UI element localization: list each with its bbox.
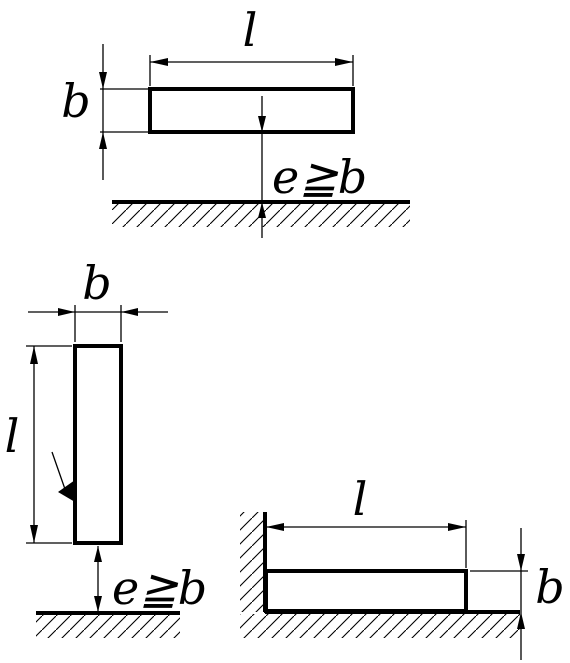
left-gap-dimension [94,546,102,612]
left-gap-label: e≧b [112,561,207,615]
top-width-dimension [99,44,148,180]
right-length-label: l [353,472,368,526]
right-length-dimension [266,520,467,568]
top-length-dimension [149,55,354,86]
top-figure: l b e≧b [61,3,410,238]
right-wall [240,512,520,638]
left-ground [36,611,180,638]
left-plate [73,344,123,545]
top-width-label: b [61,74,90,128]
left-figure: b l e≧b [5,256,207,638]
right-figure: l b [240,472,565,660]
top-length-label: l [243,3,258,57]
left-length-label: l [5,409,20,463]
top-gap-dimension [258,96,266,238]
left-length-dimension [26,345,72,544]
top-plate [148,87,355,134]
right-plate [264,569,468,613]
left-weld-mark [58,480,75,502]
left-width-dimension [28,305,168,342]
right-width-label: b [535,560,564,614]
left-width-label: b [82,256,111,310]
right-width-dimension [470,528,528,660]
top-gap-label: e≧b [272,150,367,204]
